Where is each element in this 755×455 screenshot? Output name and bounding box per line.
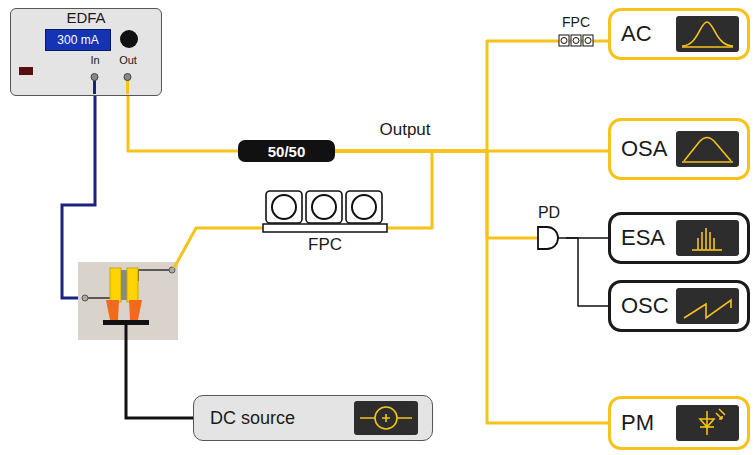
instrument-box: PM <box>608 396 750 450</box>
fiber-connector <box>335 151 432 228</box>
icon-trace <box>684 300 731 318</box>
icon-trace <box>706 411 708 435</box>
fiber-connector <box>566 238 608 306</box>
paddle-loop <box>352 195 376 219</box>
instrument-icon <box>676 131 739 167</box>
instrument-name: AC <box>621 22 652 46</box>
polarization-controller: FPC <box>558 14 594 50</box>
fiber <box>532 237 538 240</box>
icon-trace <box>716 413 722 419</box>
mount-bar <box>103 320 149 325</box>
fiber-connector <box>594 40 608 43</box>
icon-trace <box>682 22 733 46</box>
paddle-loop <box>585 38 591 44</box>
paddles <box>262 190 388 233</box>
paddle-loop <box>561 38 567 44</box>
icon-trace <box>719 409 725 415</box>
instrument-box: ESA <box>608 212 750 264</box>
port-label: In <box>90 54 99 67</box>
dc-wire <box>126 325 193 418</box>
paddle <box>266 191 302 223</box>
sample <box>121 270 127 300</box>
fiber-connector <box>335 41 558 151</box>
source-icon <box>354 401 418 435</box>
paddle <box>571 35 581 46</box>
icon-screen <box>676 131 739 167</box>
source-symbol <box>375 407 397 429</box>
clamp <box>106 300 119 320</box>
instrument-name: OSC <box>621 294 669 318</box>
icon-trace <box>698 228 714 250</box>
polarization-controller: FPC <box>262 190 388 260</box>
source-symbol <box>360 414 412 422</box>
instrument-icon <box>676 220 739 256</box>
coupler-box: 50/50 <box>238 140 335 162</box>
instrument-icon <box>676 288 739 324</box>
fiber <box>174 228 262 268</box>
icon-trace <box>700 426 714 428</box>
instrument-name: PM <box>621 411 654 435</box>
port <box>124 74 131 81</box>
component-name: PD <box>532 204 566 222</box>
electrode <box>110 268 121 302</box>
knob <box>120 30 138 48</box>
instrument-name: OSA <box>621 137 667 161</box>
instrument-box: OSC <box>608 280 750 332</box>
port-label: Output <box>379 120 430 139</box>
instrument-box: AC <box>608 8 750 60</box>
device-base <box>78 262 178 340</box>
icon-trace <box>700 419 714 427</box>
base-bar <box>263 224 387 232</box>
instrument-icon <box>676 16 739 52</box>
icon-trace <box>682 161 733 163</box>
fiber-connector <box>128 96 238 151</box>
paddle-loop <box>573 38 579 44</box>
split-ratio: 50/50 <box>268 143 306 160</box>
icon-screen <box>676 220 739 256</box>
paddle <box>306 191 342 223</box>
paddle <box>559 35 569 46</box>
electrode <box>127 268 138 302</box>
current-display: 300 mA <box>45 29 111 51</box>
instrument-name: DC source <box>210 408 295 428</box>
component-name: FPC <box>558 14 594 30</box>
icon-trace <box>682 46 733 48</box>
port <box>91 74 98 81</box>
icon-screen <box>676 288 739 324</box>
component-name: FPC <box>262 235 388 254</box>
dc-source-box: DC source <box>193 395 433 441</box>
paddles <box>558 34 594 49</box>
paddle-loop <box>272 195 296 219</box>
paddle <box>346 191 382 223</box>
current-value: 300 mA <box>57 33 98 47</box>
icon-trace <box>692 249 722 251</box>
instrument-icon <box>676 405 739 441</box>
instrument-box: OSA <box>608 118 750 180</box>
icon-trace <box>684 138 731 162</box>
paddle <box>583 35 593 46</box>
port-label: Out <box>119 54 137 67</box>
power-switch <box>19 67 33 75</box>
icon-screen <box>354 401 418 435</box>
amplifier-box: EDFA 300 mA <box>10 8 162 96</box>
icon-screen <box>676 16 739 52</box>
icon-screen <box>676 405 739 441</box>
wire <box>558 237 566 239</box>
photodiode: PD <box>532 204 566 250</box>
device-name: EDFA <box>11 9 161 26</box>
connector <box>82 295 88 301</box>
d-shape <box>538 227 558 249</box>
instrument-name: ESA <box>621 226 665 250</box>
clamp <box>129 300 142 320</box>
paddle-loop <box>312 195 336 219</box>
photodiode-symbol <box>532 226 566 250</box>
fiber-connector <box>335 151 608 423</box>
